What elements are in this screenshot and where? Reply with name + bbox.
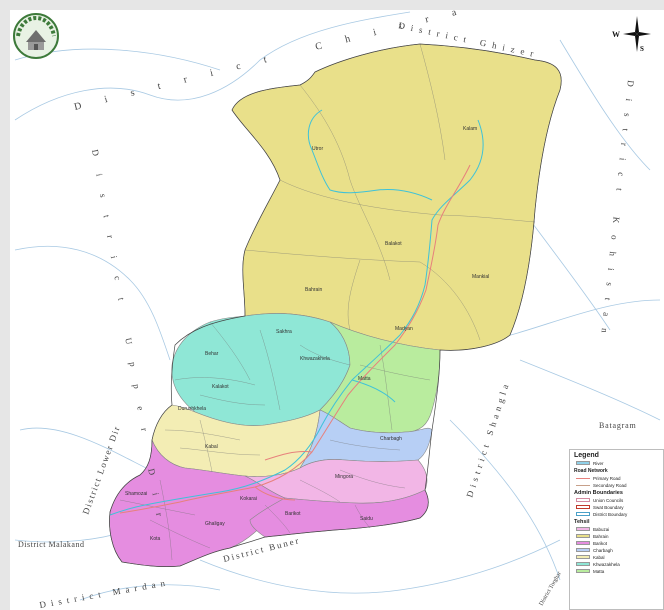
place-label: Utror <box>312 146 323 152</box>
legend-district-boundary: District Boundary <box>593 511 628 517</box>
legend-tehsil-row: Barikot <box>576 540 659 546</box>
legend-admin-boundaries: Admin Boundaries <box>574 490 623 496</box>
legend-primary-road-row: Primary Road <box>576 475 659 481</box>
legend-swat-boundary-row: Swat Boundary <box>576 504 659 510</box>
tehsil-swatch <box>576 555 590 559</box>
legend-tehsil-row: Khwazakhela <box>576 561 659 567</box>
place-label: Madyan <box>395 326 413 332</box>
compass-rose-icon: W S <box>612 16 651 53</box>
place-label: Shamozai <box>125 491 147 497</box>
tehsil-polygons <box>109 43 562 567</box>
place-label: Kalam <box>463 126 477 132</box>
place-label: Khwazakhela <box>300 356 330 362</box>
legend-tehsil-label: Barikot <box>593 540 608 546</box>
tehsil-swatch <box>576 548 590 552</box>
swat-boundary <box>109 43 562 567</box>
legend-tehsil-label: Bahrain <box>593 533 609 539</box>
legend: Legend River Road Network Primary Road S… <box>569 449 664 610</box>
legend-union-councils-row: Union Councils <box>576 497 659 503</box>
primary-road <box>119 164 471 514</box>
legend-tehsil-row: Matta <box>576 568 659 574</box>
roads <box>119 164 471 514</box>
legend-union-councils: Union Councils <box>593 497 624 503</box>
place-label: Sakhra <box>276 329 292 335</box>
place-label: Barikot <box>285 511 301 517</box>
tehsil-swatch <box>576 527 590 531</box>
label-district-torghar: District Torghar <box>539 571 563 607</box>
legend-district-boundary-row: District Boundary <box>576 511 659 517</box>
legend-swat-boundary: Swat Boundary <box>593 504 624 510</box>
place-label: Saidu <box>360 516 373 522</box>
swat-boundary-swatch <box>576 505 590 509</box>
legend-tehsil-row: Charbagh <box>576 547 659 553</box>
label-district-kohistan: District Kohistan <box>598 80 636 345</box>
logo <box>12 12 60 60</box>
legend-secondary-road: Secondary Road <box>593 482 627 488</box>
legend-tehsil-row: Babuzai <box>576 526 659 532</box>
river-ushu <box>307 109 433 201</box>
legend-river-row: River <box>576 460 659 466</box>
legend-road-network: Road Network <box>574 468 608 474</box>
river-swatch <box>576 461 590 465</box>
place-label: Matta <box>358 376 371 382</box>
place-label: Behar <box>205 351 219 357</box>
compass-south: S <box>640 45 644 53</box>
legend-tehsil-label: Babuzai <box>593 526 610 532</box>
legend-tehsil-label: Kabal <box>593 554 605 560</box>
place-labels: Kalam Utror Balakot Mankial Bahrain Mady… <box>125 126 489 542</box>
place-label: Bahrain <box>305 287 322 293</box>
label-district-malakand: District Malakand <box>18 540 84 549</box>
label-batagram: Batagram <box>599 421 637 430</box>
legend-tehsil-label: Charbagh <box>593 547 613 553</box>
tehsil-swatch <box>576 569 590 573</box>
legend-title: Legend <box>574 452 599 459</box>
place-label: Durushkhela <box>178 406 206 412</box>
secondary-road-line <box>576 484 590 486</box>
rivers <box>109 109 484 516</box>
legend-secondary-road-row: Secondary Road <box>576 482 659 488</box>
legend-tehsil-row: Kabal <box>576 554 659 560</box>
place-label: Balakot <box>385 241 402 247</box>
district-boundary-swatch <box>576 512 590 516</box>
tehsil-swatch <box>576 541 590 545</box>
legend-river-label: River <box>593 460 604 466</box>
label-district-mardan: District Mardan <box>39 577 171 610</box>
emblem-icon <box>13 13 59 59</box>
map-canvas[interactable]: Kalam Utror Balakot Mankial Bahrain Mady… <box>10 10 664 610</box>
tehsil-bahrain[interactable] <box>231 43 562 351</box>
tehsil-swatch <box>576 534 590 538</box>
map-svg: Kalam Utror Balakot Mankial Bahrain Mady… <box>14 10 661 610</box>
place-label: Kalakot <box>212 384 229 390</box>
place-label: Mankial <box>472 274 489 280</box>
legend-tehsil-row: Bahrain <box>576 533 659 539</box>
legend-primary-road: Primary Road <box>593 475 621 481</box>
compass: W S <box>611 14 657 54</box>
place-label: Kokarai <box>240 496 257 502</box>
union-councils-swatch <box>576 498 590 502</box>
tehsil-swatch <box>576 562 590 566</box>
place-label: Kabal <box>205 444 218 450</box>
compass-west: W <box>612 30 620 39</box>
place-label: Mingora <box>335 474 353 480</box>
place-label: Kota <box>150 536 161 542</box>
legend-tehsil-label: Khwazakhela <box>593 561 620 567</box>
place-label: Ghaligay <box>205 521 225 527</box>
place-label: Charbagh <box>380 436 402 442</box>
legend-tehsil: Tehsil <box>574 519 590 525</box>
primary-road-line <box>576 477 590 479</box>
legend-tehsil-label: Matta <box>593 568 605 574</box>
district-borders <box>14 11 661 601</box>
